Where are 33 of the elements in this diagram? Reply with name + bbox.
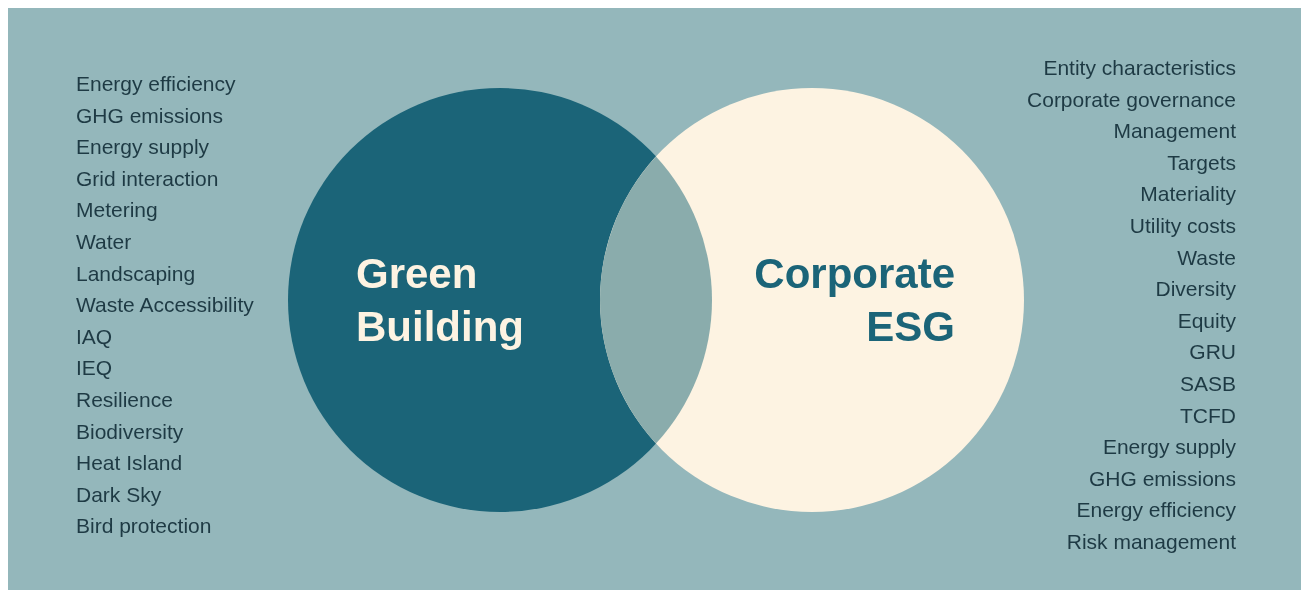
circle-title: Corporate ESG	[753, 249, 955, 352]
list-item: Biodiversity	[76, 418, 185, 445]
list-item: Energy supply	[1101, 434, 1236, 461]
list-item: Materiality	[1139, 181, 1236, 208]
list-item: TCFD	[1179, 402, 1236, 429]
list-item: Entity characteristics	[1042, 55, 1236, 81]
list-item: GHG emissions	[76, 102, 225, 129]
list-item: IEQ	[76, 355, 114, 382]
list-item: Corporate governance	[1027, 86, 1236, 113]
list-item: Management	[1112, 118, 1236, 145]
list-item: Energy efficiency	[76, 71, 237, 97]
list-item: Utility costs	[1128, 212, 1236, 239]
list-item: SASB	[1178, 370, 1236, 397]
list-item: Diversity	[1154, 276, 1236, 303]
list-item: Water	[76, 228, 133, 255]
list-item: Energy supply	[76, 134, 211, 161]
list-item: Risk management	[1065, 528, 1236, 555]
list-item: Grid interaction	[76, 165, 220, 192]
list-item: Targets	[1166, 149, 1236, 176]
list-item: Metering	[76, 197, 159, 224]
list-item: Heat Island	[76, 450, 184, 477]
list-item: IAQ	[76, 323, 114, 350]
list-item: Equity	[1176, 307, 1236, 334]
list-item: Energy efficiency	[1075, 497, 1236, 524]
list-item: Waste	[1176, 244, 1236, 271]
list-item: Waste Accessibility	[76, 292, 254, 319]
list-item: GRU	[1188, 339, 1236, 366]
list-item: Resilience	[76, 386, 174, 413]
list-item: Landscaping	[76, 260, 197, 287]
circle-title: Green Building	[356, 249, 525, 352]
list-item: Dark Sky	[76, 481, 163, 508]
list-item: GHG emissions	[1087, 465, 1236, 492]
list-item: Bird protection	[76, 513, 213, 540]
